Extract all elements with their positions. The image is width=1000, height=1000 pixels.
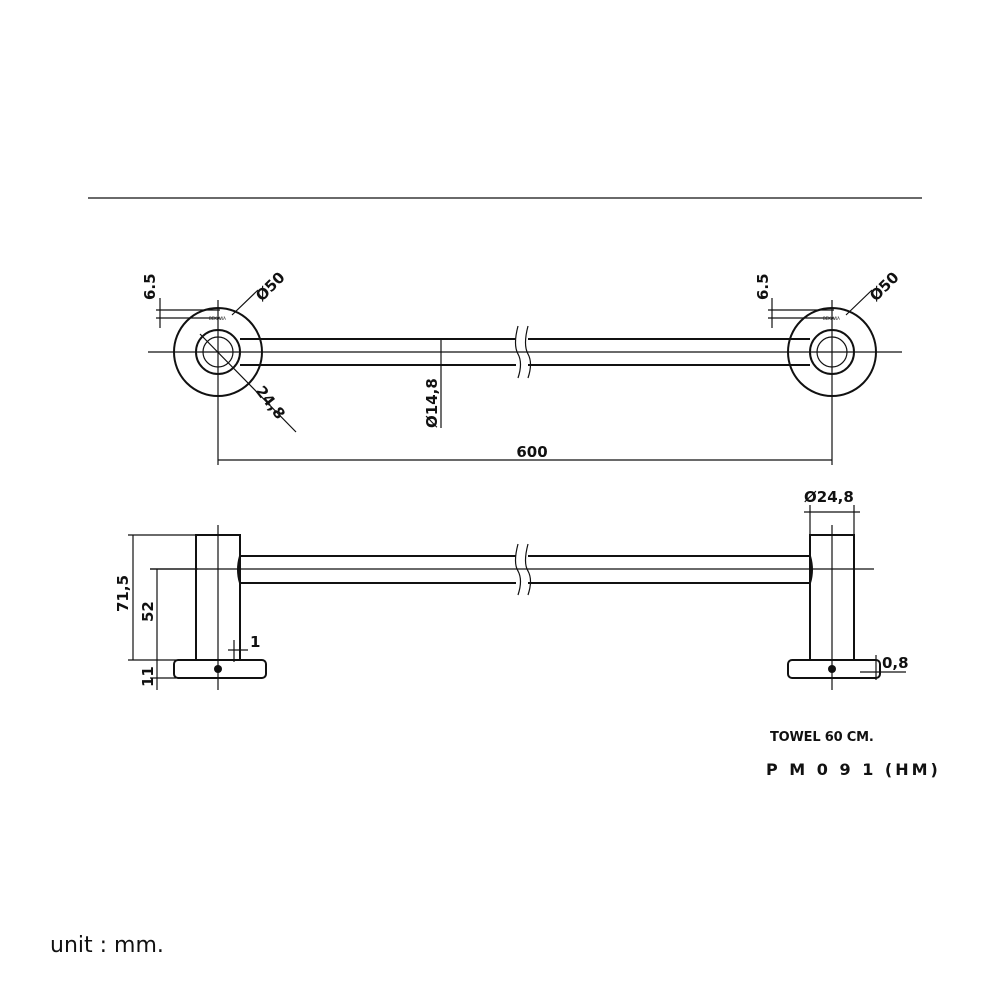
product-name: TOWEL 60 CM. <box>770 730 874 745</box>
right-offset-label: 6.5 <box>754 273 772 300</box>
left-base <box>173 659 267 679</box>
right-diameter-leader <box>845 289 873 316</box>
left-gap-label: 1 <box>250 633 260 651</box>
side-break-left <box>514 543 522 596</box>
base-height-label: 11 <box>139 666 157 687</box>
left-diameter-label: Ø50 <box>252 268 289 305</box>
left-offset-label: 6.5 <box>141 273 159 300</box>
inner-diameter-label: 24,8 <box>252 382 289 422</box>
side-bar-bottom <box>237 555 813 584</box>
break-mark-left <box>514 325 522 379</box>
unit-note: unit : mm. <box>50 933 164 958</box>
left-flange-logo: BEKAWA <box>209 316 226 321</box>
right-diameter-label: Ø50 <box>866 268 903 305</box>
post-diameter-label: Ø24,8 <box>804 488 854 506</box>
side-view: 71,5 52 11 1 Ø24,8 0,8 <box>114 488 909 690</box>
break-mark-right <box>524 325 532 379</box>
side-break-right <box>524 543 532 596</box>
length-label: 600 <box>516 443 547 461</box>
bar-height-label: 52 <box>139 601 157 622</box>
top-view: 600 6.5 Ø50 BEKAWA BEKAWA 24,8 Ø14,8 <box>141 268 903 465</box>
total-height-label: 71,5 <box>114 575 132 612</box>
product-model: P M 0 9 1 (HM) <box>766 760 941 779</box>
inner-diameter-leader <box>199 333 297 433</box>
bar-diameter-label: Ø14,8 <box>423 378 441 428</box>
left-diameter-leader <box>231 289 259 316</box>
right-base <box>787 659 881 679</box>
right-gap-label: 0,8 <box>882 654 909 672</box>
